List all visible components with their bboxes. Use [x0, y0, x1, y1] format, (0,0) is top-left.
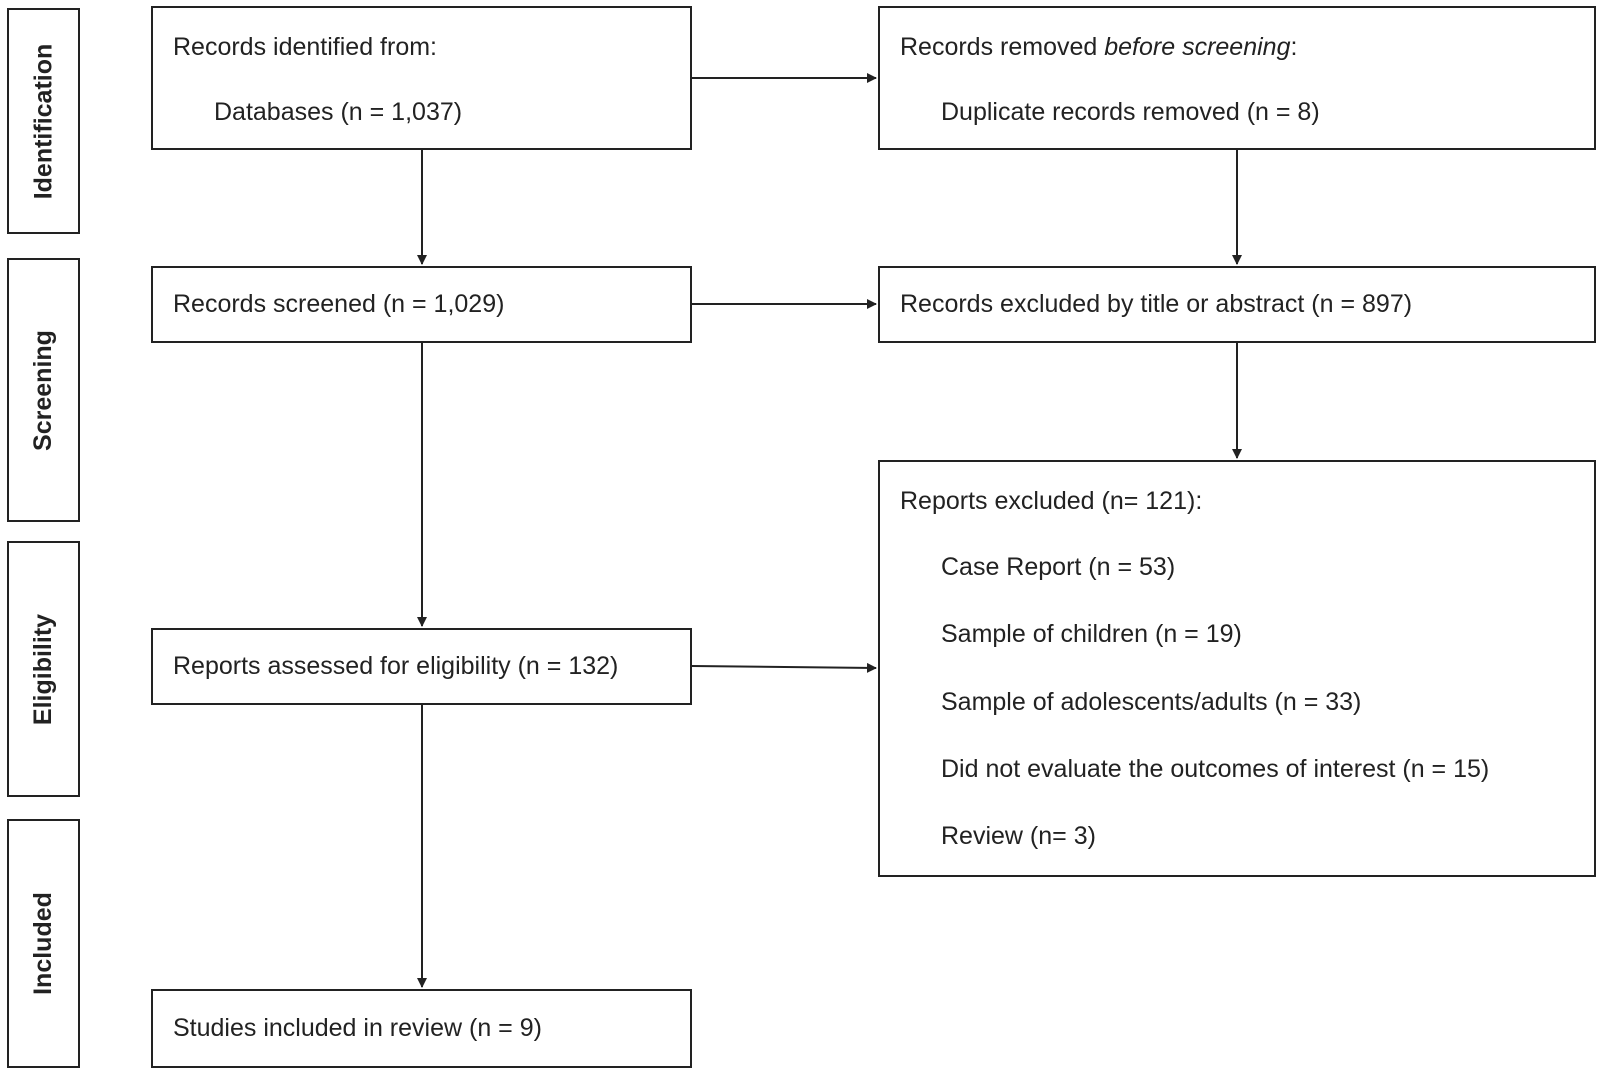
reports-assessed-text: Reports assessed for eligibility (n = 13…: [173, 652, 619, 680]
records-identified-title: Records identified from:: [173, 33, 438, 61]
exclusion-reason: Sample of adolescents/adults (n = 33): [941, 688, 1362, 716]
databases-count: Databases (n = 1,037): [214, 98, 463, 126]
records-removed-box: Records removed before screening: Duplic…: [878, 6, 1596, 150]
records-screened-box: Records screened (n = 1,029): [151, 266, 692, 343]
phase-included: Included: [7, 819, 80, 1068]
records-excluded-box: Records excluded by title or abstract (n…: [878, 266, 1596, 343]
reports-assessed-box: Reports assessed for eligibility (n = 13…: [151, 628, 692, 705]
exclusion-reason: Did not evaluate the outcomes of interes…: [941, 755, 1490, 783]
exclusion-reason: Review (n= 3): [941, 822, 1096, 850]
studies-included-text: Studies included in review (n = 9): [173, 1014, 542, 1042]
exclusion-reason: Sample of children (n = 19): [941, 620, 1242, 648]
records-removed-title-suffix: :: [1290, 33, 1298, 61]
reports-excluded-box: Reports excluded (n= 121): Case Report (…: [878, 460, 1596, 877]
records-identified-box: Records identified from: Databases (n = …: [151, 6, 692, 150]
arrow-assessed-to-reports-excluded: [691, 662, 877, 673]
phase-identification: Identification: [7, 8, 80, 234]
records-removed-title-prefix: Records removed: [900, 33, 1105, 61]
duplicate-records-count: Duplicate records removed (n = 8): [941, 98, 1320, 126]
records-removed-title-italic: before screening: [1104, 33, 1291, 61]
records-removed-title: Records removed before screening:: [900, 33, 1297, 62]
studies-included-box: Studies included in review (n = 9): [151, 989, 692, 1068]
exclusion-reason: Case Report (n = 53): [941, 553, 1176, 581]
phase-screening: Screening: [7, 258, 80, 522]
records-screened-text: Records screened (n = 1,029): [173, 290, 505, 318]
records-excluded-text: Records excluded by title or abstract (n…: [900, 290, 1413, 318]
phase-eligibility: Eligibility: [7, 541, 80, 797]
reports-excluded-title: Reports excluded (n= 121):: [900, 487, 1203, 515]
